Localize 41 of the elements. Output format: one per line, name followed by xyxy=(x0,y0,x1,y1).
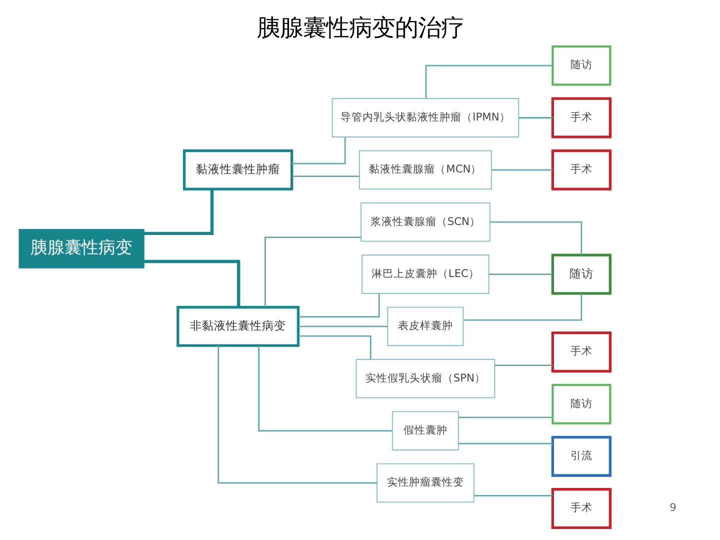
connector xyxy=(494,364,552,366)
node-box: 随访 xyxy=(551,384,611,424)
connector xyxy=(491,169,552,171)
node-box: 非黏液性囊性病变 xyxy=(176,306,300,347)
label: 9 xyxy=(669,501,676,514)
node-box: 随访 xyxy=(551,45,611,86)
node-box: 黏液性囊腺瘤（MCN） xyxy=(358,150,492,190)
connector xyxy=(258,346,392,432)
node-box: 手术 xyxy=(550,488,611,529)
connector xyxy=(458,442,552,444)
node-box: 表皮样囊肿 xyxy=(386,306,464,346)
connector xyxy=(298,335,371,360)
node-box: 手术 xyxy=(550,332,611,372)
node-box: 假性囊肿 xyxy=(391,411,458,450)
connector xyxy=(473,495,552,496)
connector xyxy=(518,117,552,118)
connector xyxy=(298,294,380,318)
connector xyxy=(144,189,214,236)
node-box: 胰腺囊性病变 xyxy=(18,229,144,268)
node-box: 手术 xyxy=(550,149,611,190)
connector xyxy=(298,326,388,328)
node-box: 引流 xyxy=(550,436,611,477)
connector xyxy=(217,346,376,484)
connector xyxy=(291,137,346,164)
node-box: 浆液性囊腺瘤（SCN） xyxy=(360,202,490,242)
connector xyxy=(292,176,359,177)
connector xyxy=(488,274,552,275)
node-box: 导管内乳头状黏液性肿瘤（IPMN） xyxy=(331,98,519,138)
connector xyxy=(463,294,582,321)
connector xyxy=(144,260,240,307)
node-box: 黏液性囊性肿瘤 xyxy=(182,149,293,190)
connector xyxy=(424,64,552,98)
node-box: 淋巴上皮囊肿（LEC） xyxy=(361,254,489,294)
node-box: 随访 xyxy=(550,254,611,295)
connector xyxy=(458,416,552,418)
connector xyxy=(490,221,582,255)
node-box: 手术 xyxy=(550,97,611,138)
node-box: 实性肿瘤囊性变 xyxy=(376,463,474,503)
connector xyxy=(264,236,360,308)
node-box: 实性假乳头状瘤（SPN） xyxy=(355,358,495,398)
diagram-title: 胰腺囊性病变的治疗 xyxy=(256,13,464,42)
